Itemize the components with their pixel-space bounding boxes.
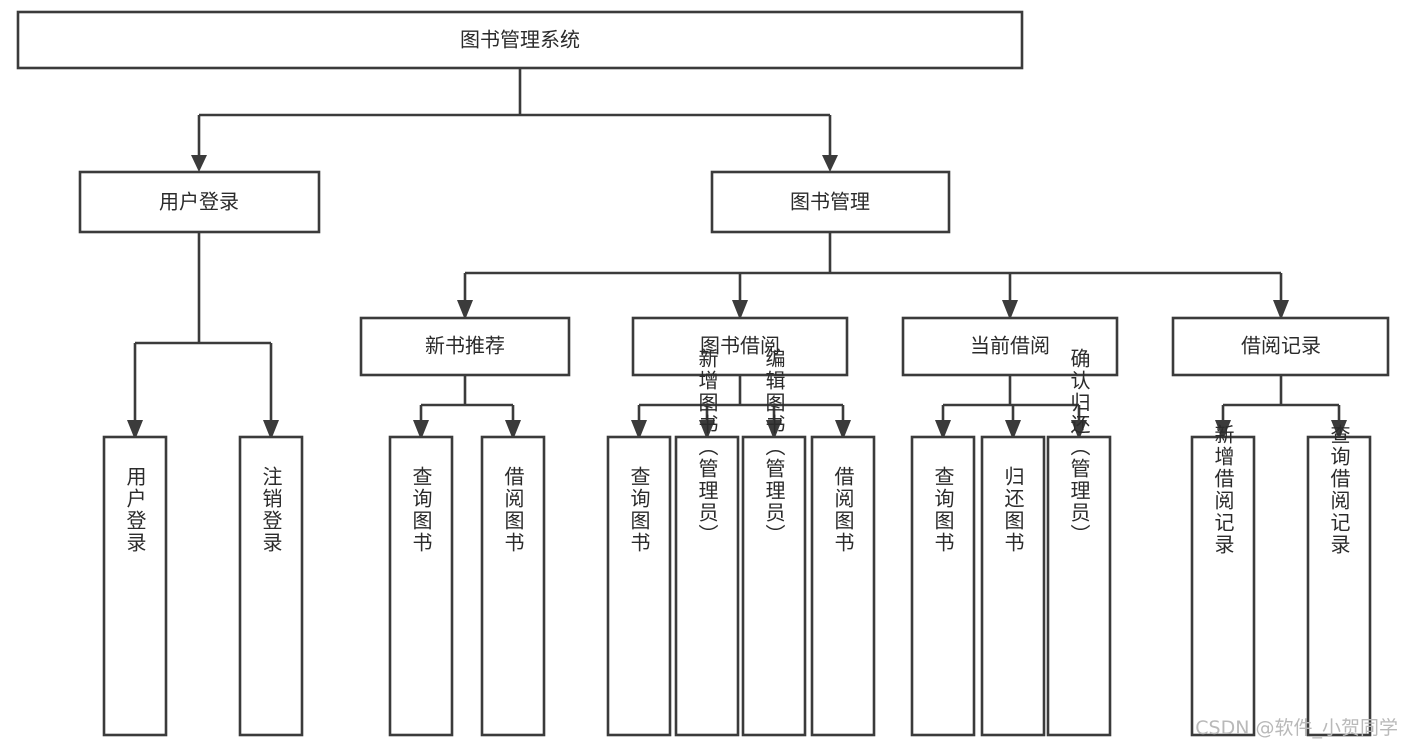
arrow-head-user-login bbox=[191, 155, 207, 172]
arrow-head-ul-leaf2 bbox=[263, 420, 279, 440]
leaf-user-login-logout-label: 注销登录 bbox=[259, 466, 283, 554]
connector-layer bbox=[127, 68, 1347, 440]
node-book-borrow-label: 图书借阅 bbox=[700, 334, 780, 358]
arrow-head-bb-leaf2 bbox=[699, 420, 715, 440]
leaf-book-borrow-edit-box[interactable] bbox=[741, 435, 807, 737]
node-book-management[interactable]: 图书管理 bbox=[710, 170, 951, 234]
leaf-borrow-record-query-label: 查询借阅记录 bbox=[1327, 424, 1351, 556]
node-new-book-recommend[interactable]: 新书推荐 bbox=[359, 316, 571, 377]
leaf-new-book-borrow-box[interactable] bbox=[480, 435, 546, 737]
node-current-borrow[interactable]: 当前借阅 bbox=[901, 316, 1119, 377]
node-new-book-recommend-box[interactable] bbox=[359, 316, 571, 377]
arrow-head-cb-leaf2 bbox=[1005, 420, 1021, 440]
arrow-head-cb-leaf1 bbox=[935, 420, 951, 440]
arrow-head-bb-leaf1 bbox=[631, 420, 647, 440]
leaf-book-borrow-query-label: 查询图书 bbox=[627, 466, 651, 554]
node-new-book-recommend-label: 新书推荐 bbox=[425, 334, 505, 358]
node-root-system-label: 图书管理系统 bbox=[460, 28, 580, 52]
leaf-new-book-query-label: 查询图书 bbox=[409, 466, 433, 554]
leaf-book-borrow-add-label: 新增图书（管理员） bbox=[695, 348, 719, 546]
leaf-current-borrow-query-box[interactable] bbox=[910, 435, 976, 737]
leaf-book-borrow-edit-label: 编辑图书（管理员） bbox=[762, 348, 786, 546]
arrow-head-nb-leaf2 bbox=[505, 420, 521, 440]
arrow-head-book-borrow bbox=[732, 300, 748, 320]
leaf-current-borrow-return-box[interactable] bbox=[980, 435, 1046, 737]
leaf-current-borrow-return-label: 归还图书 bbox=[1001, 466, 1025, 554]
leaf-new-book-borrow-label: 借阅图书 bbox=[501, 466, 525, 554]
leaf-current-borrow-query[interactable]: 查询图书 bbox=[910, 435, 976, 737]
leaf-current-borrow-return[interactable]: 归还图书 bbox=[980, 435, 1046, 737]
leaf-book-borrow-borrow-box[interactable] bbox=[810, 435, 876, 737]
leaf-book-borrow-add-box[interactable] bbox=[674, 435, 740, 737]
leaf-borrow-record-query[interactable]: 查询借阅记录 bbox=[1306, 424, 1372, 737]
arrow-head-br-leaf1 bbox=[1215, 420, 1231, 440]
node-borrow-record[interactable]: 借阅记录 bbox=[1171, 316, 1390, 377]
leaf-book-borrow-query[interactable]: 查询图书 bbox=[606, 435, 672, 737]
node-current-borrow-box[interactable] bbox=[901, 316, 1119, 377]
leaf-borrow-record-query-box[interactable] bbox=[1306, 435, 1372, 737]
node-root-system[interactable]: 图书管理系统 bbox=[16, 10, 1024, 70]
node-borrow-record-box[interactable] bbox=[1171, 316, 1390, 377]
watermark-label: CSDN @软件_小贺同学 bbox=[1195, 717, 1398, 739]
leaf-user-login-logout[interactable]: 注销登录 bbox=[238, 435, 304, 737]
leaf-book-borrow-edit[interactable]: 编辑图书（管理员） bbox=[741, 348, 807, 737]
arrow-head-book-mgmt bbox=[822, 155, 838, 172]
arrow-head-bb-leaf3 bbox=[766, 420, 782, 440]
arrow-head-current-borrow bbox=[1002, 300, 1018, 320]
arrow-head-new-book bbox=[457, 300, 473, 320]
leaf-current-borrow-confirm-label: 确认归还（管理员） bbox=[1067, 348, 1091, 546]
leaf-new-book-query-box[interactable] bbox=[388, 435, 454, 737]
node-book-management-label: 图书管理 bbox=[790, 190, 870, 214]
arrow-head-ul-leaf1 bbox=[127, 420, 143, 440]
arrow-head-br-leaf2 bbox=[1331, 420, 1347, 440]
leaf-current-borrow-confirm[interactable]: 确认归还（管理员） bbox=[1046, 348, 1112, 737]
leaf-user-login-logout-box[interactable] bbox=[238, 435, 304, 737]
arrow-head-nb-leaf1 bbox=[413, 420, 429, 440]
arrow-head-bb-leaf4 bbox=[835, 420, 851, 440]
node-book-borrow-box[interactable] bbox=[631, 316, 849, 377]
node-current-borrow-label: 当前借阅 bbox=[970, 334, 1050, 358]
leaf-borrow-record-add[interactable]: 新增借阅记录 bbox=[1190, 424, 1256, 737]
node-user-login-box[interactable] bbox=[78, 170, 321, 234]
leaf-book-borrow-borrow[interactable]: 借阅图书 bbox=[810, 435, 876, 737]
node-root-system-box[interactable] bbox=[16, 10, 1024, 70]
node-book-borrow[interactable]: 图书借阅 bbox=[631, 316, 849, 377]
leaf-new-book-query[interactable]: 查询图书 bbox=[388, 435, 454, 737]
arrow-head-cb-leaf3 bbox=[1071, 420, 1087, 440]
leaf-borrow-record-add-box[interactable] bbox=[1190, 435, 1256, 737]
leaf-user-login-login[interactable]: 用户登录 bbox=[102, 435, 168, 737]
leaf-book-borrow-query-box[interactable] bbox=[606, 435, 672, 737]
leaf-borrow-record-add-label: 新增借阅记录 bbox=[1211, 424, 1235, 556]
leaf-current-borrow-confirm-box[interactable] bbox=[1046, 435, 1112, 737]
leaf-current-borrow-query-label: 查询图书 bbox=[931, 466, 955, 554]
node-user-login[interactable]: 用户登录 bbox=[78, 170, 321, 234]
node-borrow-record-label: 借阅记录 bbox=[1241, 334, 1321, 358]
node-book-management-box[interactable] bbox=[710, 170, 951, 234]
leaf-book-borrow-borrow-label: 借阅图书 bbox=[831, 466, 855, 554]
leaf-user-login-login-label: 用户登录 bbox=[123, 466, 147, 554]
arrow-head-borrow-record bbox=[1273, 300, 1289, 320]
leaf-new-book-borrow[interactable]: 借阅图书 bbox=[480, 435, 546, 737]
leaf-user-login-login-box[interactable] bbox=[102, 435, 168, 737]
leaf-book-borrow-add[interactable]: 新增图书（管理员） bbox=[674, 348, 740, 737]
node-user-login-label: 用户登录 bbox=[159, 190, 239, 214]
